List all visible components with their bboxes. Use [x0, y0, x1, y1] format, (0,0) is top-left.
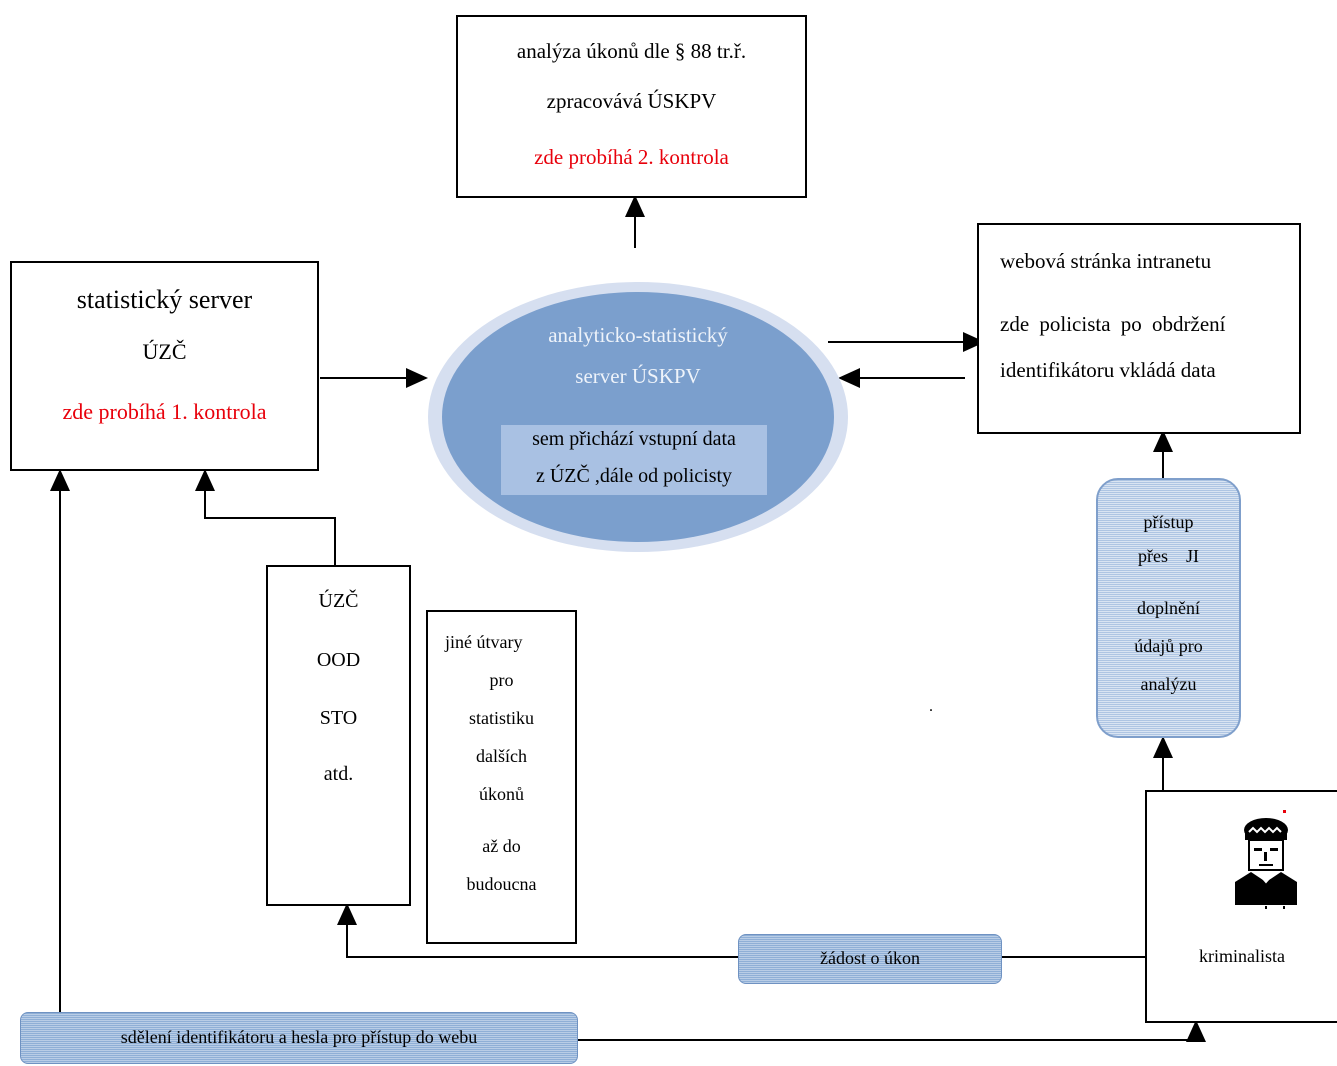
analyza-line-3: zde probíhá 2. kontrola — [534, 145, 729, 169]
uzc-item-1: ÚZČ — [318, 590, 359, 612]
request-pill: žádost o úkon — [738, 934, 1002, 984]
analytic-server-ellipse — [442, 292, 834, 542]
web-line-3: identifikátoru vkládá data — [1000, 358, 1216, 382]
other-line-6: až do — [482, 836, 521, 856]
arrow-uzc-to-stat — [195, 469, 336, 565]
other-line-2: pro — [489, 670, 514, 690]
other-units-box: jiné útvary pro statistiku dalších úkonů… — [426, 610, 577, 944]
other-line-5: úkonů — [479, 784, 524, 804]
access-pill: přístup přes JI doplnění údajů pro analý… — [1096, 478, 1241, 738]
analyza-line-2: zpracovává ÚSKPV — [546, 89, 717, 113]
ellipse-line-1: analyticko-statistický — [548, 323, 728, 347]
access-line-3: doplnění — [1137, 598, 1200, 618]
access-line-5: analýzu — [1140, 674, 1197, 694]
access-line-4: údajů pro — [1134, 636, 1203, 656]
identifier-pill: sdělení identifikátoru a hesla pro příst… — [20, 1012, 578, 1064]
kriminalista-label: kriminalista — [1199, 946, 1285, 966]
access-line-1: přístup — [1143, 512, 1194, 532]
stat-server-line-2: ÚZČ — [142, 339, 187, 364]
kriminalista-box: kriminalista — [1145, 790, 1337, 1023]
uzc-units-box: ÚZČ OOD STO atd. — [266, 565, 411, 906]
other-line-1: jiné útvary — [445, 632, 523, 652]
police-officer-icon — [1235, 810, 1297, 909]
web-page-box: webová stránka intranetu zde policista p… — [977, 223, 1301, 434]
analyza-box: analýza úkonů dle § 88 tr.ř. zpracovává … — [456, 15, 807, 198]
other-line-3: statistiku — [468, 708, 534, 728]
stat-server-box: statistický server ÚZČ zde probíhá 1. ko… — [10, 261, 319, 471]
identifier-label: sdělení identifikátoru a hesla pro příst… — [120, 1027, 478, 1047]
web-line-2: zde policista po obdržení — [1000, 312, 1226, 336]
ellipse-line-2: server ÚSKPV — [575, 364, 701, 388]
stray-dot: . — [929, 698, 933, 715]
ellipse-input-label: sem přichází vstupní data z ÚZČ ,dále od… — [501, 425, 767, 495]
web-line-1: webová stránka intranetu — [1000, 249, 1212, 273]
analyza-line-1: analýza úkonů dle § 88 tr.ř. — [516, 39, 747, 63]
uzc-item-4: atd. — [323, 763, 354, 785]
access-line-2: přes JI — [1138, 546, 1199, 566]
request-label: žádost o úkon — [820, 948, 920, 968]
ellipse-label-2: z ÚZČ ,dále od policisty — [535, 465, 733, 487]
arrow-identifier-to-kriminalista — [578, 1020, 1206, 1042]
ellipse-label-1: sem přichází vstupní data — [532, 428, 736, 450]
uzc-item-2: OOD — [316, 649, 361, 671]
other-line-7: budoucna — [466, 874, 537, 894]
uzc-item-3: STO — [319, 707, 358, 729]
other-line-4: dalších — [476, 746, 527, 766]
stat-server-line-1: statistický server — [76, 285, 253, 314]
stat-server-line-3: zde probíhá 1. kontrola — [62, 399, 267, 424]
